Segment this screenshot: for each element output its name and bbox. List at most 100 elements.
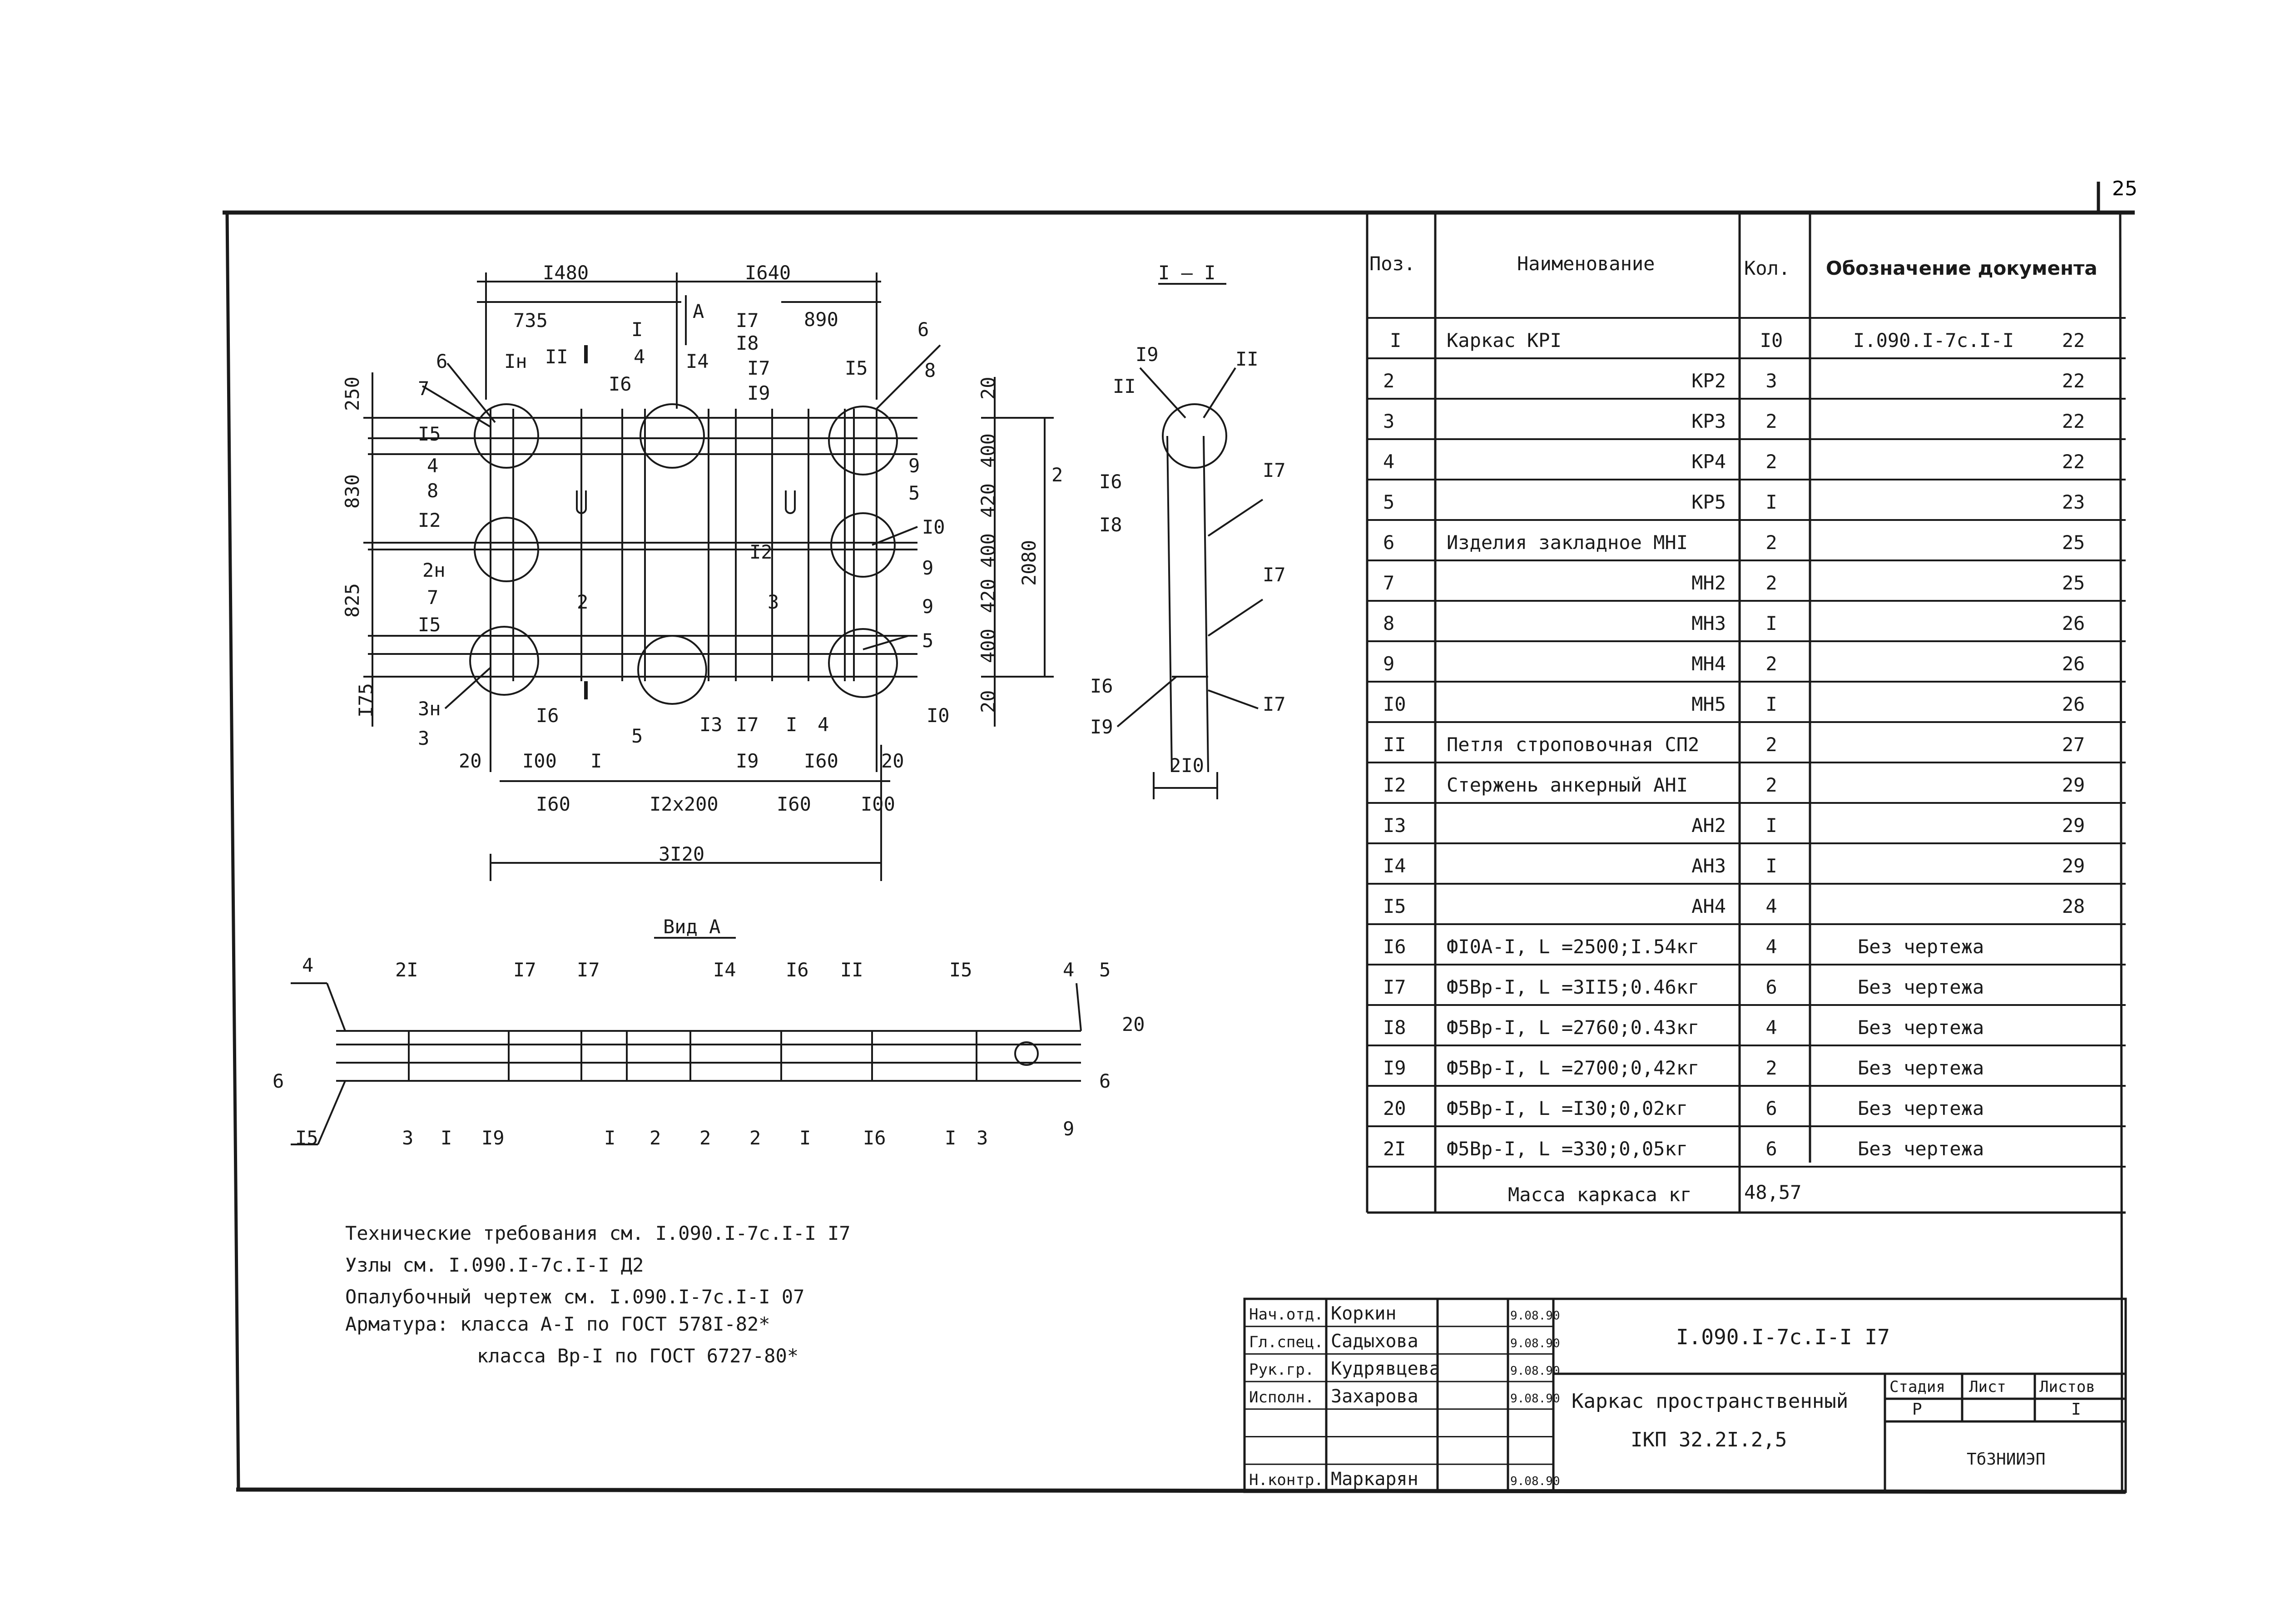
label: I2 <box>418 509 441 531</box>
table-cell-qty: I <box>1765 612 1777 634</box>
table-cell-pos: 6 <box>1383 531 1394 554</box>
label: I6 <box>1099 470 1122 493</box>
label: II <box>545 346 568 368</box>
table-cell-qty: 3 <box>1765 370 1777 392</box>
label: I7 <box>1263 693 1286 715</box>
table-cell-name: АН4 <box>1691 895 1726 917</box>
table-cell-pos: I <box>1390 329 1401 352</box>
label: I7 <box>1263 564 1286 586</box>
table-cell-pos: II <box>1383 733 1406 756</box>
label: I5 <box>418 614 441 636</box>
label: I7 <box>747 357 770 379</box>
table-cell-name: КР2 <box>1691 370 1726 392</box>
table-cell-pos: I9 <box>1383 1057 1406 1079</box>
section-title: I – I <box>1158 262 1215 284</box>
label: 6 <box>917 318 929 341</box>
table-cell-pos: I4 <box>1383 855 1406 877</box>
label: 400 <box>977 629 999 663</box>
label: I2x200 <box>650 793 719 815</box>
label: I5 <box>295 1127 318 1149</box>
table-cell-pos: I6 <box>1383 936 1406 958</box>
table-cell-sheet: 26 <box>2062 653 2085 675</box>
label: I <box>799 1127 811 1149</box>
sheet-header: Лист <box>1969 1378 2006 1396</box>
table-cell-doc: Без чертежа <box>1858 976 1984 998</box>
label: 400 <box>977 433 999 468</box>
label: 6 <box>436 350 447 372</box>
label: 9 <box>922 557 933 579</box>
title-block-name: Кудрявцева <box>1331 1358 1440 1379</box>
title-line-1: Каркас пространственный <box>1572 1390 1848 1413</box>
table-cell-sheet: 28 <box>2062 895 2085 917</box>
label: I8 <box>736 332 759 354</box>
label: I5 <box>949 959 972 981</box>
title-block-name: Маркарян <box>1331 1469 1418 1490</box>
label: I7 <box>577 959 600 981</box>
table-cell-pos: I0 <box>1383 693 1406 715</box>
label: 20 <box>977 376 999 400</box>
title-block-date: 9.08.90 <box>1510 1475 1560 1488</box>
notes: Технические требования см. I.090.I-7с.I-… <box>345 1222 851 1367</box>
spec-mass-label: Масса каркаса кг <box>1508 1183 1692 1206</box>
label: 250 <box>341 376 363 411</box>
spec-header-name: Наименование <box>1517 253 1655 275</box>
table-cell-doc: Без чертежа <box>1858 1016 1984 1039</box>
label: 4 <box>1063 959 1074 981</box>
label: 5 <box>908 482 920 504</box>
table-cell-sheet: 23 <box>2062 491 2085 513</box>
plan-labels: I480 I640 735 890 I 4 A I7 I8 I7 I9 6 II… <box>341 262 1063 865</box>
table-cell-pos: 3 <box>1383 410 1394 432</box>
label: 5 <box>631 725 643 747</box>
note-line: Опалубочный чертеж см. I.090.I-7с.I-I 07 <box>345 1286 804 1308</box>
label: II <box>1235 348 1259 370</box>
section-labels: I – I I9 II II I6 I7 I8 I7 I6 I9 I7 2I0 <box>1090 262 1286 777</box>
label: I00 <box>861 793 895 815</box>
table-cell-name: МН2 <box>1691 572 1726 594</box>
table-cell-name: АН3 <box>1691 855 1726 877</box>
table-cell-name: Ф5Вр-I, L =2760;0.43кг <box>1447 1016 1699 1039</box>
table-cell-doc: Без чертежа <box>1858 1057 1984 1079</box>
label: 3 <box>768 591 779 613</box>
table-cell-name: МН3 <box>1691 612 1726 634</box>
table-cell-name: ФI0А-I, L =2500;I.54кг <box>1447 936 1699 958</box>
table-cell-doc: Без чертежа <box>1858 1138 1984 1160</box>
label: 4 <box>427 455 438 477</box>
table-cell-qty: 2 <box>1765 572 1777 594</box>
label: I9 <box>481 1127 505 1149</box>
label: 2 <box>650 1127 661 1149</box>
doc-code: I.090.I-7с.I-I I7 <box>1676 1325 1890 1349</box>
table-cell-qty: 2 <box>1765 410 1777 432</box>
label: 9 <box>1063 1118 1074 1140</box>
table-cell-pos: 9 <box>1383 653 1394 675</box>
label: I <box>631 318 643 341</box>
label: II <box>1113 375 1136 397</box>
table-cell-qty: 4 <box>1765 1016 1777 1039</box>
dim-2080: 2080 <box>1018 540 1040 586</box>
title-block-name: Коркин <box>1331 1303 1397 1324</box>
label: I6 <box>786 959 809 981</box>
label: I60 <box>804 750 838 772</box>
table-cell-name: КР4 <box>1691 451 1726 473</box>
label: II <box>840 959 863 981</box>
title-block-role: Н.контр. <box>1249 1471 1324 1489</box>
spec-header-qty: Кол. <box>1744 257 1790 279</box>
table-cell-sheet: 22 <box>2062 410 2085 432</box>
title-block-date: 9.08.90 <box>1510 1337 1560 1350</box>
label: 6 <box>273 1070 284 1092</box>
table-cell-name: Каркас КРI <box>1447 329 1562 352</box>
table-cell-pos: 2 <box>1383 370 1394 392</box>
label: I7 <box>736 309 759 332</box>
label: 7 <box>418 377 429 400</box>
label: I7 <box>736 713 759 736</box>
spec-header-pos: Поз. <box>1369 253 1415 275</box>
label: 830 <box>341 474 363 509</box>
label: I0 <box>922 516 945 538</box>
label: I4 <box>713 959 736 981</box>
label: I9 <box>1136 343 1159 366</box>
label: 20 <box>1122 1013 1145 1035</box>
label: 3н <box>418 698 441 720</box>
sheets-value: I <box>2071 1400 2081 1419</box>
label: I6 <box>863 1127 886 1149</box>
label: 4 <box>818 713 829 736</box>
table-cell-sheet: 29 <box>2062 814 2085 837</box>
